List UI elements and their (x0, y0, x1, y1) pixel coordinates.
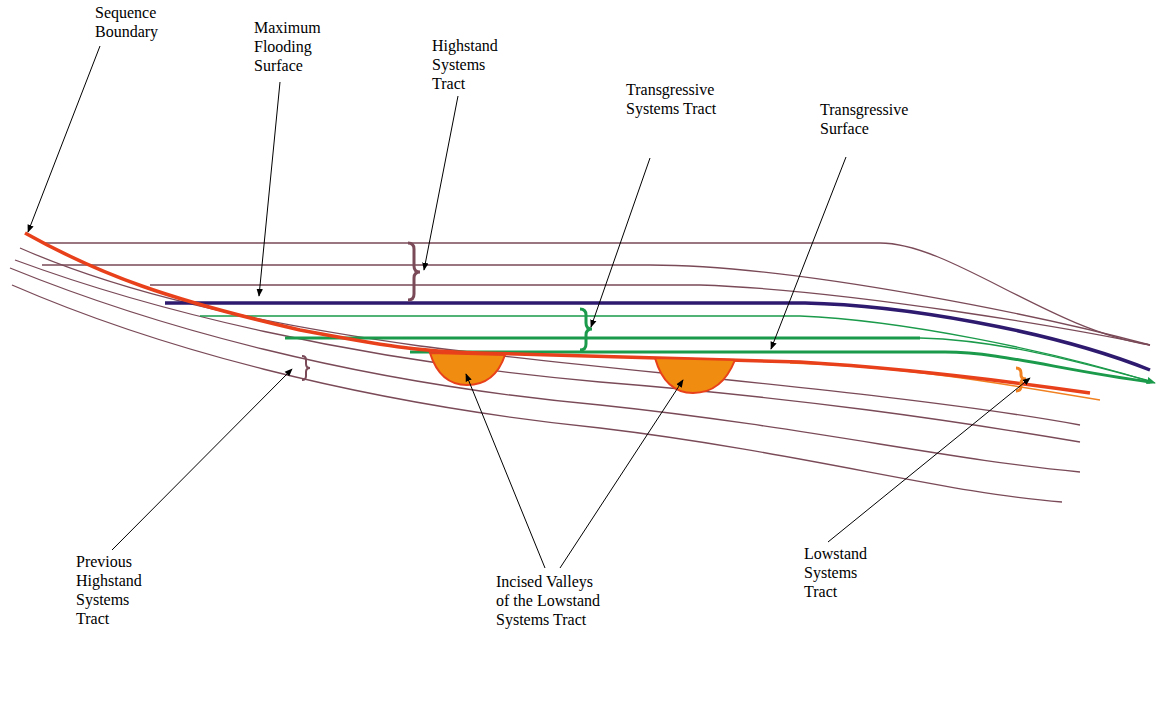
label: Incised Valleys of the Lowstand Systems … (496, 572, 602, 629)
brace (408, 243, 420, 300)
brace (580, 309, 592, 350)
incised-valley (430, 353, 505, 385)
leader-lines (28, 46, 1030, 568)
label: Transgressive Surface (820, 100, 920, 138)
label: Maximum Flooding Surface (254, 18, 334, 75)
label: Previous Highstand Systems Tract (76, 552, 156, 628)
lowstand-strata (790, 363, 1100, 400)
brace (302, 356, 310, 380)
older-strata (10, 248, 1080, 502)
label: Sequence Boundary (95, 3, 175, 41)
label: Highstand Systems Tract (432, 36, 512, 93)
label: Transgressive Systems Tract (626, 80, 736, 118)
sequence-boundary (25, 233, 1090, 393)
label: Lowstand Systems Tract (804, 544, 884, 601)
highstand-strata (42, 243, 1150, 345)
incised-valley (655, 358, 735, 393)
